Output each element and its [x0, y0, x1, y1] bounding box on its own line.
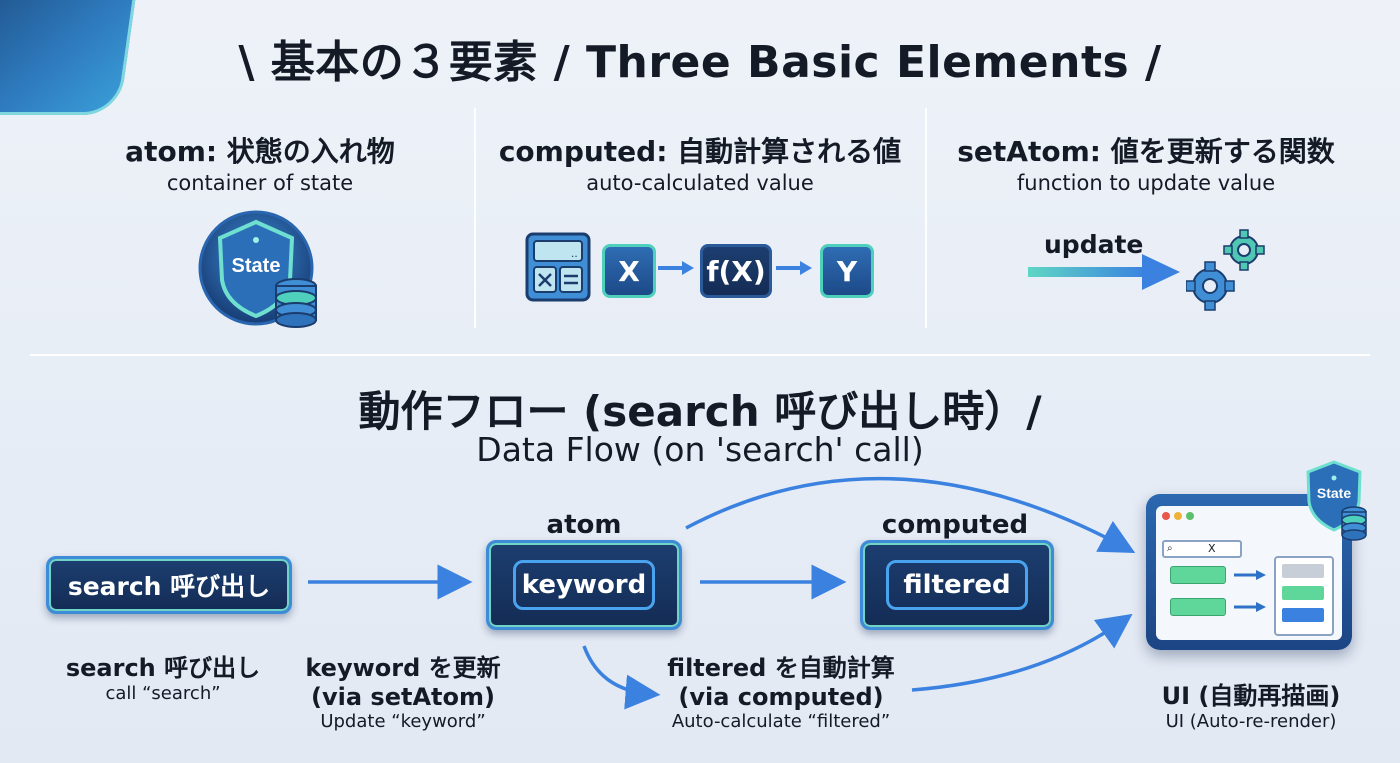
keyword-pill: keyword — [513, 560, 655, 610]
arrow-right-icon — [658, 261, 694, 275]
ui-input-bar — [1170, 598, 1226, 616]
state-shield-icon: State — [198, 210, 317, 328]
svg-text:..: .. — [571, 246, 578, 260]
arrow-caption-to-ui — [911, 613, 1133, 692]
search-icon: ⌕ — [1167, 543, 1173, 554]
arrow-right-icon — [776, 261, 812, 275]
caption-sub: call “search” — [105, 683, 221, 704]
ui-result-item — [1282, 586, 1324, 600]
computed-node: filtered — [860, 540, 1054, 630]
chip-x: X — [602, 244, 656, 298]
ui-search-value: X — [1208, 542, 1216, 555]
search-node: search 呼び出し — [46, 556, 292, 614]
ui-input-bar — [1170, 566, 1226, 584]
caption-ui: UI (自動再描画) UI (Auto-re-render) — [1140, 676, 1362, 732]
atom-label: atom — [546, 510, 622, 540]
ui-result-item — [1282, 564, 1324, 578]
calculator-icon: .. — [525, 232, 591, 302]
filtered-pill: filtered — [886, 560, 1028, 610]
caption-main: keyword を更新 — [305, 654, 501, 682]
caption-keyword: keyword を更新 (via setAtom) Update “keywor… — [290, 648, 516, 732]
arrow-keyword-to-caption — [582, 645, 661, 710]
ui-state-label: State — [1317, 485, 1351, 501]
ui-screen: ⌕ X — [1156, 506, 1342, 640]
computed-subtitle: auto-calculated value — [586, 171, 814, 195]
caption-main: UI (自動再描画) — [1161, 682, 1341, 710]
setatom-subtitle: function to update value — [1016, 171, 1276, 195]
state-label: State — [232, 255, 281, 277]
caption-search: search 呼び出し call “search” — [30, 648, 296, 704]
atom-node: keyword — [486, 540, 682, 630]
window-dot-green — [1186, 512, 1194, 520]
computed-label: computed — [881, 510, 1029, 540]
window-dot-red — [1162, 512, 1170, 520]
flow-subtitle: Data Flow (on 'search' call) — [476, 430, 924, 469]
ui-result-panel — [1274, 556, 1334, 636]
chip-y: Y — [820, 244, 874, 298]
ui-result-item — [1282, 608, 1324, 622]
flow-title: 動作フロー (search 呼び出し時）/ — [358, 387, 1042, 436]
caption-main2: (via setAtom) — [311, 683, 495, 711]
page-title: \ 基本の３要素 / Three Basic Elements / — [238, 37, 1162, 88]
column-divider — [474, 108, 476, 328]
arrow-keyword-to-ui — [685, 476, 1136, 554]
caption-main: filtered を自動計算 — [667, 654, 895, 682]
update-label: update — [1044, 230, 1144, 259]
atom-title: atom: 状態の入れ物 — [125, 135, 395, 168]
update-arrow-icon — [1028, 254, 1180, 290]
gears-icon — [1186, 229, 1265, 311]
section-divider — [30, 354, 1370, 356]
chip-fx: f(X) — [700, 244, 772, 298]
ui-state-badge-icon: State — [1306, 460, 1367, 541]
caption-main2: (via computed) — [678, 683, 884, 711]
ui-arrows-icon — [1234, 570, 1266, 612]
setatom-title: setAtom: 値を更新する関数 — [957, 135, 1335, 168]
ui-search-box: ⌕ X — [1162, 540, 1242, 558]
column-divider — [925, 108, 927, 328]
atom-subtitle: container of state — [166, 171, 354, 195]
caption-sub: Update “keyword” — [320, 711, 486, 732]
caption-main: search 呼び出し — [65, 654, 261, 682]
database-icon — [275, 278, 317, 328]
caption-filtered: filtered を自動計算 (via computed) Auto-calcu… — [650, 648, 912, 732]
window-dot-yellow — [1174, 512, 1182, 520]
caption-sub: UI (Auto-re-render) — [1165, 711, 1337, 732]
computed-title: computed: 自動計算される値 — [498, 135, 902, 168]
caption-sub: Auto-calculate “filtered” — [671, 711, 891, 732]
